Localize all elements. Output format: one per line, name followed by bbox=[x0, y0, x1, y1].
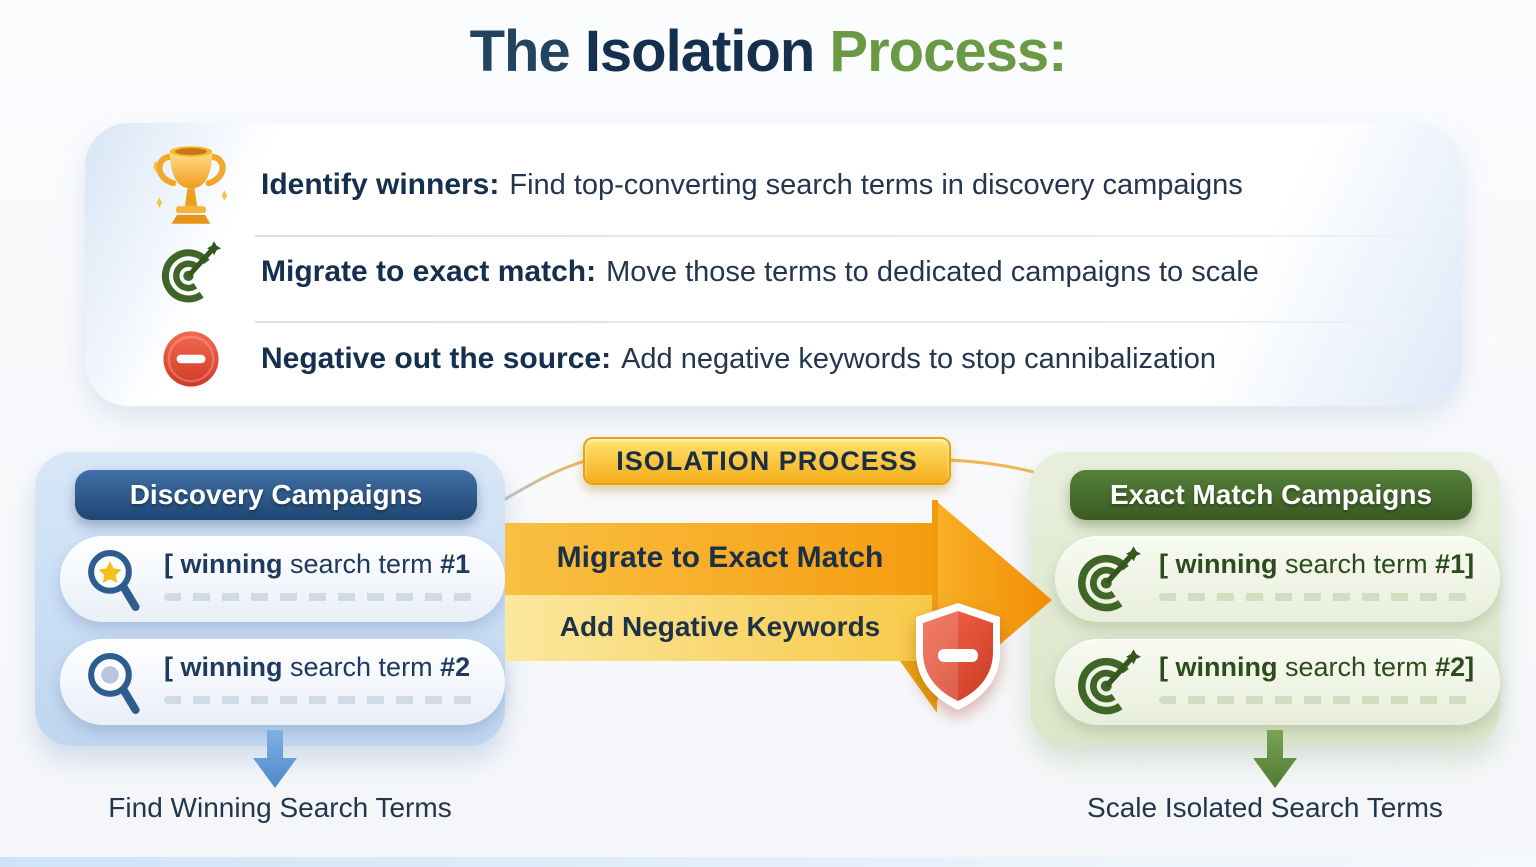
search-term-text: [ winning search term #1 bbox=[164, 549, 470, 580]
discovery-search-term-1: [ winning search term #1 bbox=[60, 536, 505, 622]
term-number: #2] bbox=[1435, 652, 1475, 682]
dashed-line bbox=[1159, 593, 1468, 601]
step-row-migrate: Migrate to exact match: Move those terms … bbox=[85, 239, 1462, 305]
down-arrow-blue-icon bbox=[253, 730, 297, 788]
bracket: [ bbox=[164, 652, 173, 682]
bracket: [ bbox=[164, 549, 173, 579]
discovery-search-term-2: [ winning search term #2 bbox=[60, 639, 505, 725]
exact-match-campaigns-panel: Exact Match Campaigns [ winning search t… bbox=[1030, 452, 1500, 746]
search-term-text: [ winning search term #1] bbox=[1159, 549, 1474, 580]
title-accent: Process: bbox=[829, 19, 1067, 84]
page-title: The Isolation Process: bbox=[0, 18, 1536, 85]
bottom-accent-strip bbox=[0, 857, 1536, 867]
negative-shield-icon bbox=[916, 603, 1000, 710]
term-number: #2 bbox=[440, 652, 471, 682]
dashed-line bbox=[164, 593, 473, 601]
title-main: Isolation bbox=[584, 19, 815, 84]
step-label: Identify winners: bbox=[261, 168, 500, 201]
trophy-icon bbox=[143, 139, 239, 231]
step-text: Migrate to exact match: Move those terms … bbox=[261, 255, 1259, 289]
dashed-line bbox=[1159, 696, 1468, 704]
discovery-caption: Find Winning Search Terms bbox=[108, 792, 452, 823]
step-label: Migrate to exact match: bbox=[261, 255, 597, 288]
magnifier-icon bbox=[80, 648, 148, 723]
step-description: Find top-converting search terms in disc… bbox=[509, 169, 1243, 201]
step-label: Negative out the source: bbox=[261, 342, 612, 375]
divider bbox=[255, 235, 1420, 237]
dashed-line bbox=[164, 696, 473, 704]
term-number: #1 bbox=[440, 549, 471, 579]
bracket: [ bbox=[1159, 549, 1168, 579]
search-term-text: [ winning search term #2] bbox=[1159, 652, 1474, 683]
term-bold: winning bbox=[1175, 652, 1278, 682]
step-text: Identify winners: Find top-converting sea… bbox=[261, 168, 1243, 202]
steps-card: Identify winners: Find top-converting sea… bbox=[85, 123, 1462, 406]
magnifier-star-icon bbox=[80, 545, 148, 620]
discovery-campaigns-panel: Discovery Campaigns [ winning search ter… bbox=[35, 452, 505, 746]
discovery-campaigns-header: Discovery Campaigns bbox=[75, 470, 477, 520]
term-bold: winning bbox=[180, 652, 283, 682]
target-icon bbox=[143, 240, 239, 304]
term-rest: search term bbox=[290, 549, 433, 579]
search-term-text: [ winning search term #2 bbox=[164, 652, 470, 683]
divider bbox=[255, 321, 1420, 323]
target-icon bbox=[1075, 648, 1143, 721]
arrow-label-negative: Add Negative Keywords bbox=[559, 611, 881, 642]
term-rest: search term bbox=[290, 652, 433, 682]
exact-match-campaigns-header: Exact Match Campaigns bbox=[1070, 470, 1472, 520]
term-bold: winning bbox=[180, 549, 283, 579]
minus-circle-icon bbox=[143, 329, 239, 389]
exact-search-term-2: [ winning search term #2] bbox=[1055, 639, 1500, 725]
step-description: Add negative keywords to stop cannibaliz… bbox=[621, 343, 1216, 375]
step-text: Negative out the source: Add negative key… bbox=[261, 342, 1216, 376]
exact-caption: Scale Isolated Search Terms bbox=[1087, 792, 1443, 823]
step-description: Move those terms to dedicated campaigns … bbox=[606, 256, 1259, 288]
bracket: [ bbox=[1159, 652, 1168, 682]
term-rest: search term bbox=[1285, 549, 1428, 579]
exact-search-term-1: [ winning search term #1] bbox=[1055, 536, 1500, 622]
step-row-negative: Negative out the source: Add negative key… bbox=[85, 327, 1462, 391]
isolation-process-banner: ISOLATION PROCESS bbox=[583, 437, 951, 485]
arrow-label-migrate: Migrate to Exact Match bbox=[556, 541, 884, 574]
term-number: #1] bbox=[1435, 549, 1475, 579]
target-icon bbox=[1075, 545, 1143, 618]
term-bold: winning bbox=[1175, 549, 1278, 579]
step-row-identify-winners: Identify winners: Find top-converting sea… bbox=[85, 145, 1462, 225]
term-rest: search term bbox=[1285, 652, 1428, 682]
down-arrow-green-icon bbox=[1253, 730, 1297, 788]
title-prefix: The bbox=[469, 19, 571, 84]
